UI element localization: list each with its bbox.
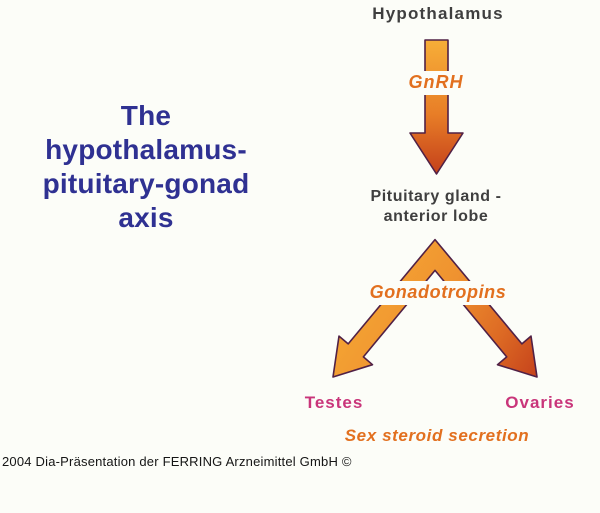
title-line-3: pituitary-gonad [42,168,250,199]
node-pituitary: Pituitary gland - anterior lobe [370,187,501,227]
sex-steroid-label: Sex steroid secretion [344,426,530,445]
gnrh-arrow [409,39,464,175]
page-title: The hypothalamus- pituitary-gonad axis [20,99,272,235]
gonadotropins-arrows [332,238,538,378]
title-line-4: axis [118,202,174,233]
gonadotropins-label: Gonadotropins [360,281,516,305]
gnrh-label: GnRH [401,71,471,95]
title-line-1: The [120,100,172,131]
node-testes: Testes [304,393,364,412]
node-hypothalamus: Hypothalamus [372,4,504,23]
title-line-2: hypothalamus- [45,134,247,165]
copyright-text: 2004 Dia-Präsentation der FERRING Arznei… [2,454,352,469]
node-ovaries: Ovaries [505,393,575,412]
pituitary-line-1: Pituitary gland - [370,188,502,205]
pituitary-line-2: anterior lobe [383,208,489,225]
